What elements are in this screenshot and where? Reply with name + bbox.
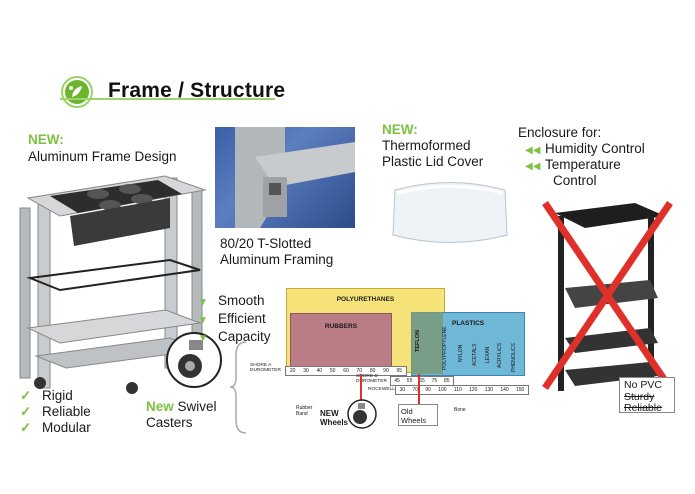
swivel-casters-label: New Swivel Casters bbox=[146, 399, 217, 431]
new-wheels-line2: Wheels bbox=[320, 418, 349, 427]
benefits-list: ▼ Smooth ▼ Efficient ▼ Capacity bbox=[198, 293, 271, 347]
aluminum-cart-image bbox=[19, 175, 207, 394]
lid-label-1: Thermoformed bbox=[382, 138, 471, 153]
enclosure-item-temperature: ◀◀ Temperature bbox=[525, 157, 621, 175]
check-icon: ✓ bbox=[20, 404, 32, 419]
scale-a-tick: 90 bbox=[383, 368, 389, 374]
scale-d-tick: 65 bbox=[419, 378, 425, 384]
no-pvc-text: No PVC bbox=[624, 379, 662, 391]
bone-label: Bone bbox=[454, 407, 466, 413]
scale-r-tick: 130 bbox=[484, 387, 494, 393]
scale-a-tick: 60 bbox=[343, 368, 349, 374]
shore-a-scale: 20 30 40 50 60 70 80 90 95 bbox=[285, 366, 407, 376]
teflon-overlap bbox=[411, 312, 443, 374]
triangle-down-icon: ▼ bbox=[198, 297, 208, 308]
scale-r-tick: 70 bbox=[412, 387, 419, 393]
scale-r-tick: 90 bbox=[425, 387, 431, 393]
plastic-lid-image bbox=[392, 182, 508, 243]
old-wheels-line2: Wheels bbox=[401, 416, 427, 425]
aluminum-frame-label: Aluminum Frame Design bbox=[28, 149, 177, 164]
polypropylene-label: POLYPROPYLENE bbox=[442, 326, 448, 370]
tslot-framing-image bbox=[215, 127, 355, 228]
scale-r-tick: 140 bbox=[500, 387, 509, 393]
rubber-band-label: Rubber Band bbox=[296, 405, 313, 417]
lid-label-2: Plastic Lid Cover bbox=[382, 154, 484, 169]
humidity-text: Humidity Control bbox=[545, 141, 645, 156]
rockwell-scale: 30 70 90 100 110 120 130 140 150 bbox=[395, 385, 529, 395]
casters-word: Casters bbox=[146, 415, 193, 430]
acetals-label: ACETALS bbox=[472, 343, 478, 366]
curly-brace bbox=[229, 341, 247, 434]
temperature-text: Temperature bbox=[545, 157, 621, 172]
old-wheels-line1: Old bbox=[401, 407, 413, 416]
reliable-text: Reliable bbox=[624, 402, 662, 414]
shore-d-label: SHORE D DUROMETER bbox=[356, 374, 387, 384]
teflon-label: TEFLON bbox=[415, 330, 421, 352]
feature-checklist: ✓ Rigid ✓ Reliable ✓ Modular bbox=[20, 388, 91, 436]
new-wheels-line1: NEW bbox=[320, 409, 339, 418]
no-pvc-box: No PVC Sturdy Reliable bbox=[619, 377, 675, 414]
scale-r-tick: 120 bbox=[469, 387, 478, 393]
old-wheels-marker bbox=[418, 374, 420, 404]
scale-a-tick: 70 bbox=[356, 368, 363, 374]
double-arrow-icon: ◀◀ bbox=[525, 145, 541, 156]
sturdy-text: Sturdy bbox=[624, 390, 655, 403]
enclosure-title: Enclosure for: bbox=[518, 125, 602, 140]
aluminum-new-label: NEW: bbox=[28, 132, 64, 147]
check-item-reliable: Reliable bbox=[42, 404, 91, 419]
tslot-label-2: Aluminum Framing bbox=[220, 252, 334, 267]
scale-a-tick: 50 bbox=[329, 368, 336, 374]
swivel-word: Swivel bbox=[177, 399, 217, 414]
scale-d-tick: 55 bbox=[406, 378, 413, 384]
plastics-label: PLASTICS bbox=[452, 320, 485, 327]
new-wheels-marker bbox=[360, 374, 362, 404]
old-pvc-cart-image bbox=[542, 201, 673, 391]
scale-r-tick: 30 bbox=[399, 387, 406, 393]
scale-a-tick: 30 bbox=[303, 368, 309, 374]
nylon-label: NYLON bbox=[458, 344, 464, 362]
page-title: Frame / Structure bbox=[108, 79, 286, 102]
scale-a-tick: 40 bbox=[316, 368, 323, 374]
rubbers-label: RUBBERS bbox=[324, 323, 358, 330]
double-arrow-icon: ◀◀ bbox=[525, 161, 541, 172]
scale-a-tick: 95 bbox=[396, 368, 403, 374]
scale-r-tick: 100 bbox=[438, 387, 447, 393]
leaf-logo-icon bbox=[61, 76, 93, 108]
lexan-label: LEXAN bbox=[485, 346, 491, 363]
benefit-capacity: Capacity bbox=[218, 329, 271, 344]
new-wheel-icon bbox=[347, 399, 377, 429]
scale-d-tick: 45 bbox=[394, 378, 400, 384]
scale-d-tick: 75 bbox=[431, 378, 438, 384]
scale-r-tick: 110 bbox=[453, 387, 462, 393]
scale-a-tick: 80 bbox=[369, 368, 376, 374]
benefit-smooth: Smooth bbox=[218, 293, 265, 308]
enclosure-item-humidity: ◀◀ Humidity Control bbox=[525, 141, 645, 159]
swivel-new-label: New bbox=[146, 399, 174, 414]
check-item-rigid: Rigid bbox=[42, 388, 73, 403]
title-underline bbox=[60, 98, 275, 100]
shore-a-label: SHORE A DUROMETER bbox=[250, 363, 281, 373]
scale-r-tick: 150 bbox=[515, 387, 525, 393]
new-wheels-label: NEW Wheels bbox=[320, 409, 348, 427]
swivel-caster-image bbox=[166, 332, 222, 388]
check-item-modular: Modular bbox=[42, 420, 91, 435]
rockwell-label: ROCKWELL R bbox=[368, 387, 400, 392]
enclosure-item-control: Control bbox=[553, 173, 597, 188]
phenolics-label: PHENOLICS bbox=[511, 343, 517, 372]
scale-d-tick: 85 bbox=[443, 378, 450, 384]
scale-a-tick: 20 bbox=[289, 368, 296, 374]
benefit-efficient: Efficient bbox=[218, 311, 266, 326]
check-icon: ✓ bbox=[20, 420, 32, 435]
acrylics-label: ACRYLICS bbox=[497, 343, 503, 368]
tslot-label-1: 80/20 T-Slotted bbox=[220, 236, 312, 251]
triangle-down-icon: ▼ bbox=[198, 315, 208, 326]
rubbers-band: RUBBERS bbox=[290, 313, 392, 367]
check-icon: ✓ bbox=[20, 388, 32, 403]
old-wheels-label: Old Wheels bbox=[398, 404, 438, 426]
polyurethanes-label: POLYURETHANES bbox=[336, 296, 395, 303]
lid-new-label: NEW: bbox=[382, 122, 418, 137]
triangle-down-icon: ▼ bbox=[198, 333, 208, 344]
